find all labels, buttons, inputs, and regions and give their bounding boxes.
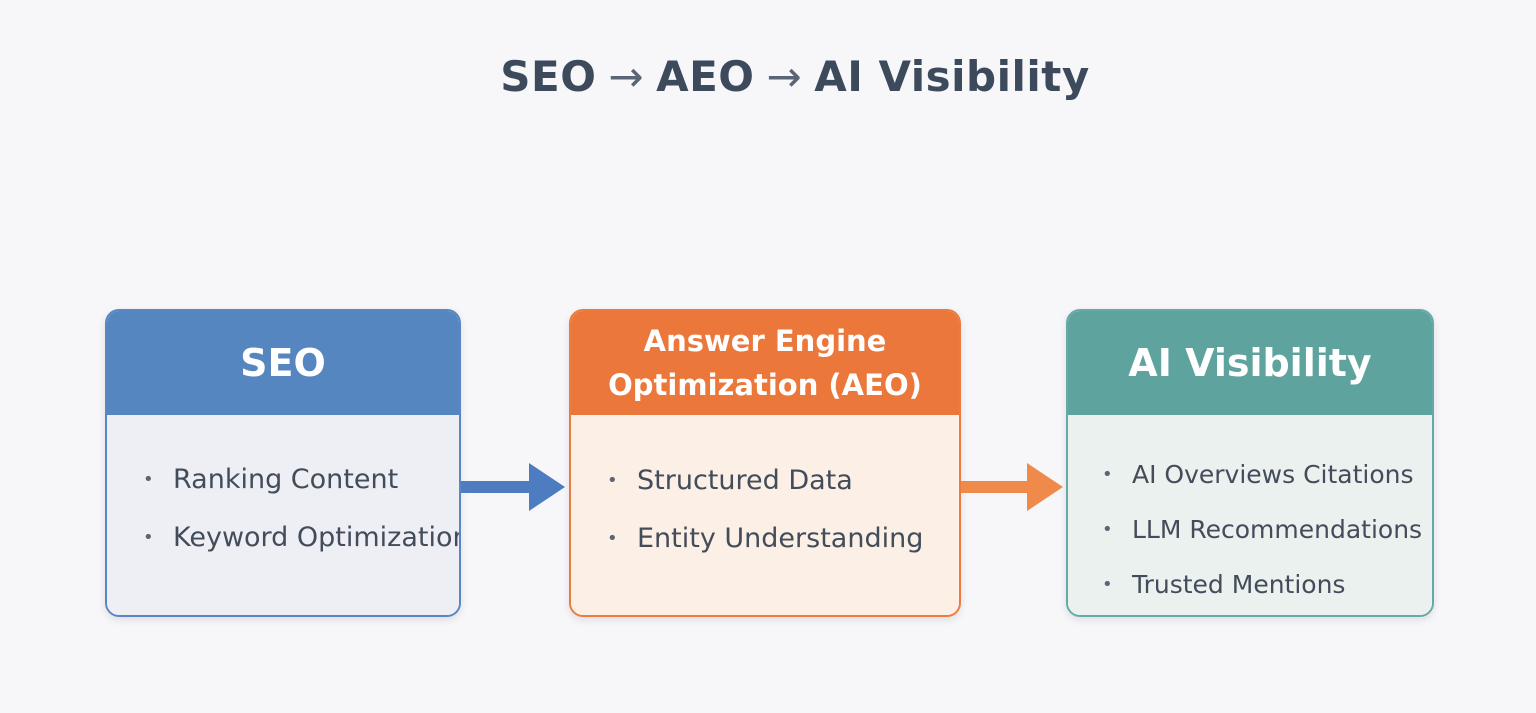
list-item: • AI Overviews Citations	[1102, 447, 1432, 502]
bullet-icon: •	[1102, 574, 1113, 595]
seo-to-aeo-arrow-shape	[461, 463, 565, 511]
title-aeo: AEO	[656, 52, 755, 101]
title-seo: SEO	[500, 52, 597, 101]
list-item-label: LLM Recommendations	[1132, 515, 1423, 544]
bullet-icon: •	[1102, 464, 1113, 485]
seo-card-body: • Ranking Content • Keyword Optimization	[107, 415, 459, 615]
list-item-label: AI Overviews Citations	[1132, 460, 1414, 489]
list-item: • Keyword Optimization	[143, 508, 459, 566]
bullet-icon: •	[607, 527, 618, 549]
list-item: • LLM Recommendations	[1102, 502, 1432, 557]
list-item-label: Keyword Optimization	[173, 521, 461, 553]
aeo-to-ai-arrow-shape	[961, 463, 1063, 511]
aeo-card-body: • Structured Data • Entity Understanding	[571, 415, 959, 615]
list-item: • Structured Data	[607, 451, 959, 509]
title-arrow-1: →	[608, 52, 645, 101]
page-title: SEO→AEO→AI Visibility	[0, 52, 1536, 101]
arrow-icon	[461, 463, 565, 511]
ai-visibility-card-header: AI Visibility	[1068, 311, 1432, 415]
bullet-icon: •	[1102, 519, 1113, 540]
list-item-label: Entity Understanding	[637, 522, 924, 554]
aeo-card-header-line-1: Answer Engine	[643, 324, 887, 358]
ai-visibility-card: AI Visibility • AI Overviews Citations •…	[1066, 309, 1434, 617]
seo-card-header: SEO	[107, 311, 459, 415]
bullet-icon: •	[607, 469, 618, 491]
ai-visibility-card-body: • AI Overviews Citations • LLM Recommend…	[1068, 415, 1432, 615]
seo-card: SEO • Ranking Content • Keyword Optimiza…	[105, 309, 461, 617]
title-ai-visibility: AI Visibility	[814, 52, 1090, 101]
list-item-label: Ranking Content	[173, 463, 399, 495]
list-item: • Entity Understanding	[607, 509, 959, 567]
aeo-card-header-line-2: Optimization (AEO)	[608, 368, 922, 402]
title-arrow-2: →	[766, 52, 803, 101]
bullet-icon: •	[143, 526, 154, 548]
list-item-label: Trusted Mentions	[1132, 570, 1346, 599]
arrow-icon	[961, 463, 1063, 511]
list-item: • Ranking Content	[143, 450, 459, 508]
bullet-icon: •	[143, 468, 154, 490]
list-item: • Trusted Mentions	[1102, 557, 1432, 612]
aeo-card: Answer Engine Optimization (AEO) • Struc…	[569, 309, 961, 617]
aeo-card-header: Answer Engine Optimization (AEO)	[571, 311, 959, 415]
list-item-label: Structured Data	[637, 464, 853, 496]
